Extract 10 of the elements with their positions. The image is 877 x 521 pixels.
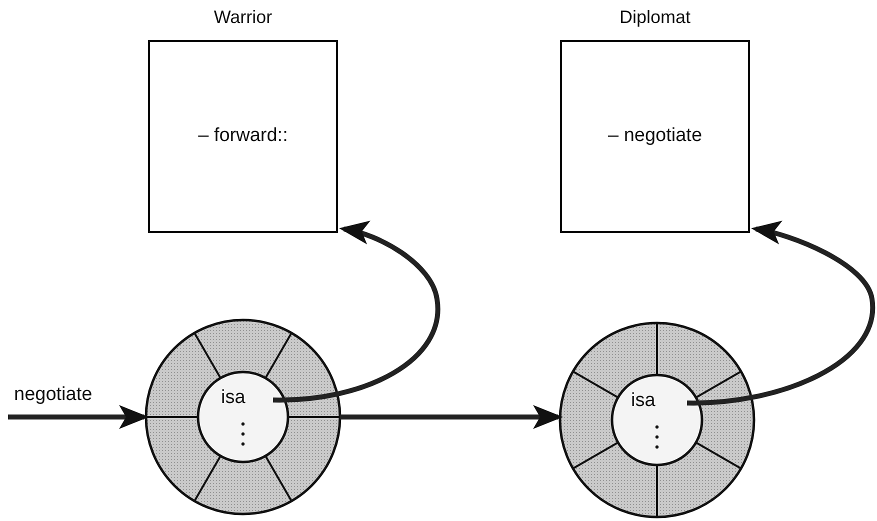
field-label: isa: [631, 391, 656, 410]
method-label: – negotiate: [608, 124, 702, 148]
arrow: [686, 222, 875, 406]
edge-label: negotiate: [14, 385, 92, 404]
arrow: [340, 405, 563, 429]
class-name: Diplomat: [619, 6, 691, 28]
class-name: Warrior: [214, 6, 272, 28]
method-label: – forward::: [198, 124, 288, 148]
arrow: [272, 222, 440, 402]
field-label: isa: [221, 388, 246, 407]
